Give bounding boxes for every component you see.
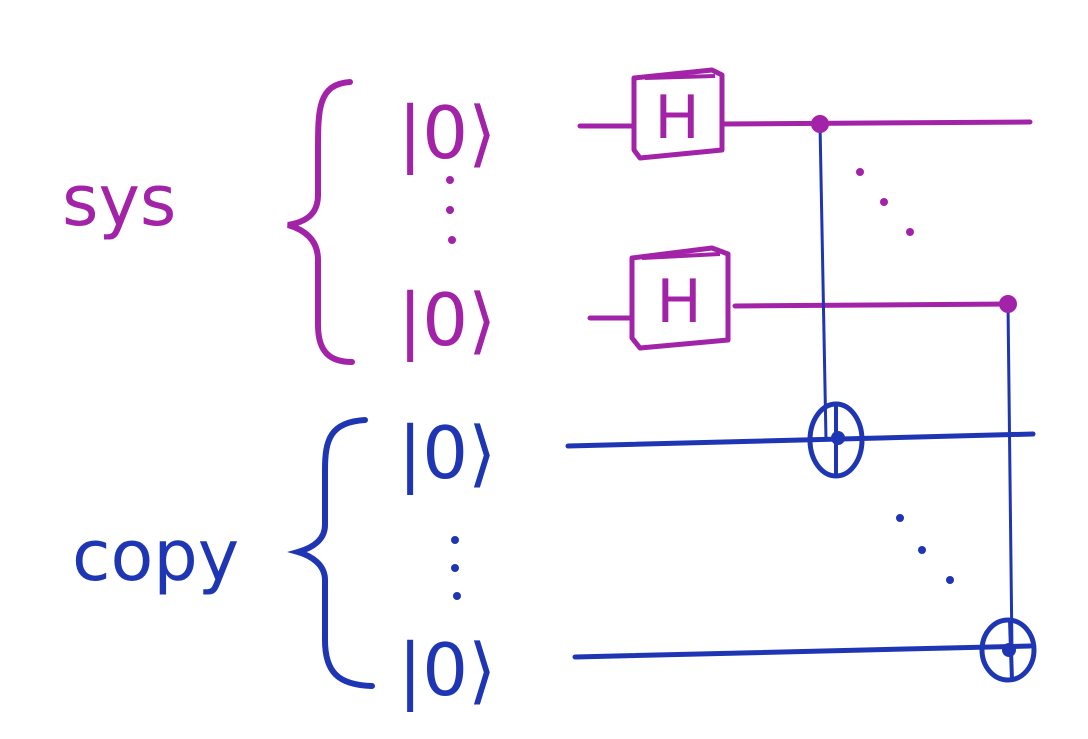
copy-vertical-ellipsis <box>451 536 461 600</box>
hadamard-gate-2: H <box>629 245 731 351</box>
ket-copy-top: |0⟩ <box>398 411 496 496</box>
cnot-2-vertical-line <box>1006 303 1014 653</box>
sys-wire-bottom <box>587 301 1015 321</box>
ket-sys-bottom: |0⟩ <box>398 278 496 363</box>
sys-register-label: sys <box>62 160 176 242</box>
gate-1-label: H <box>654 83 699 153</box>
cnot-1-control-dot <box>811 115 829 133</box>
copy-diagonal-ellipsis <box>896 514 954 584</box>
sys-wire-top <box>577 119 1033 129</box>
copy-brace <box>287 417 375 689</box>
cnot-1-target <box>807 401 865 479</box>
ket-sys-top: |0⟩ <box>398 91 496 176</box>
ket-copy-bottom: |0⟩ <box>398 628 496 713</box>
copy-register-label: copy <box>72 515 239 597</box>
copy-wire-top <box>565 431 1036 449</box>
sys-vertical-ellipsis <box>446 176 456 244</box>
cnot-2-control-dot <box>999 295 1017 313</box>
sys-diagonal-ellipsis <box>856 168 914 236</box>
copy-wire-bottom <box>572 643 1033 660</box>
sys-brace <box>287 79 355 365</box>
cnot-2-target <box>979 617 1037 683</box>
hadamard-gate-1: H <box>631 67 725 161</box>
gate-2-label: H <box>656 267 701 337</box>
cnot-1-vertical-line <box>818 123 828 441</box>
